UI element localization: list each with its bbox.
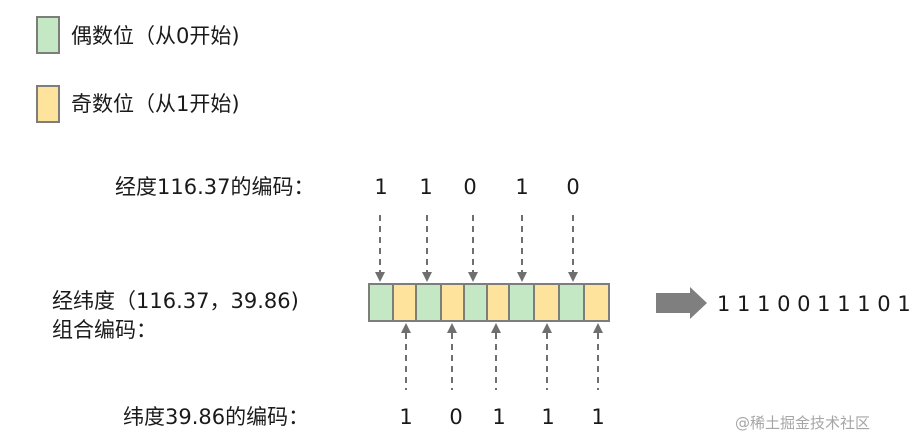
longitude-bit: 1 xyxy=(419,175,432,199)
up-arrow xyxy=(542,323,552,390)
longitude-bit: 1 xyxy=(515,175,528,199)
down-arrow xyxy=(517,215,527,282)
combined-cell-even xyxy=(463,283,488,322)
right-arrow-icon xyxy=(656,287,707,319)
combined-cell-odd xyxy=(533,283,560,322)
latitude-bits: 1 0 1 1 1 xyxy=(399,405,604,429)
legend-even-swatch xyxy=(36,16,60,54)
latitude-bit: 0 xyxy=(449,405,462,429)
longitude-arrows xyxy=(375,215,578,282)
combined-cell-odd xyxy=(392,283,417,322)
up-arrow xyxy=(593,323,603,390)
longitude-label: 经度116.37的编码： xyxy=(115,175,314,199)
up-arrow xyxy=(491,323,501,390)
latitude-bit: 1 xyxy=(492,405,505,429)
down-arrow xyxy=(375,215,385,282)
down-arrow xyxy=(568,215,578,282)
legend-even-label: 偶数位（从0开始) xyxy=(71,24,240,48)
legend: 偶数位（从0开始) 奇数位（从1开始) xyxy=(36,16,240,123)
combined-result: 1 1 1 0 0 1 1 1 0 1 xyxy=(717,292,911,316)
combined-cell-odd xyxy=(440,283,465,322)
combined-cell-even xyxy=(508,283,535,322)
longitude-bit: 0 xyxy=(463,175,476,199)
latitude-label: 纬度39.86的编码： xyxy=(123,405,309,429)
latitude-bit: 1 xyxy=(591,405,604,429)
legend-odd-swatch xyxy=(36,85,60,123)
watermark: @稀土掘金技术社区 xyxy=(735,414,870,432)
longitude-bit: 1 xyxy=(374,175,387,199)
combined-cell-even xyxy=(558,283,585,322)
combined-label-line2: 组合编码： xyxy=(52,318,157,342)
combined-cell-odd xyxy=(486,283,510,322)
longitude-bits: 1 1 0 1 0 xyxy=(374,175,579,199)
combined-cell-even xyxy=(368,283,394,322)
latitude-bit: 1 xyxy=(541,405,554,429)
down-arrow xyxy=(468,215,478,282)
legend-odd-label: 奇数位（从1开始) xyxy=(71,92,240,116)
up-arrow xyxy=(401,323,411,390)
combined-cell-odd xyxy=(583,283,610,322)
latitude-bit: 1 xyxy=(399,405,412,429)
up-arrow xyxy=(447,323,457,390)
combined-cell-even xyxy=(415,283,442,322)
longitude-bit: 0 xyxy=(566,175,579,199)
combined-label-line1: 经纬度（116.37，39.86) xyxy=(52,289,299,313)
combined-code-cells xyxy=(368,283,610,322)
latitude-arrows xyxy=(401,323,603,390)
down-arrow xyxy=(422,215,432,282)
